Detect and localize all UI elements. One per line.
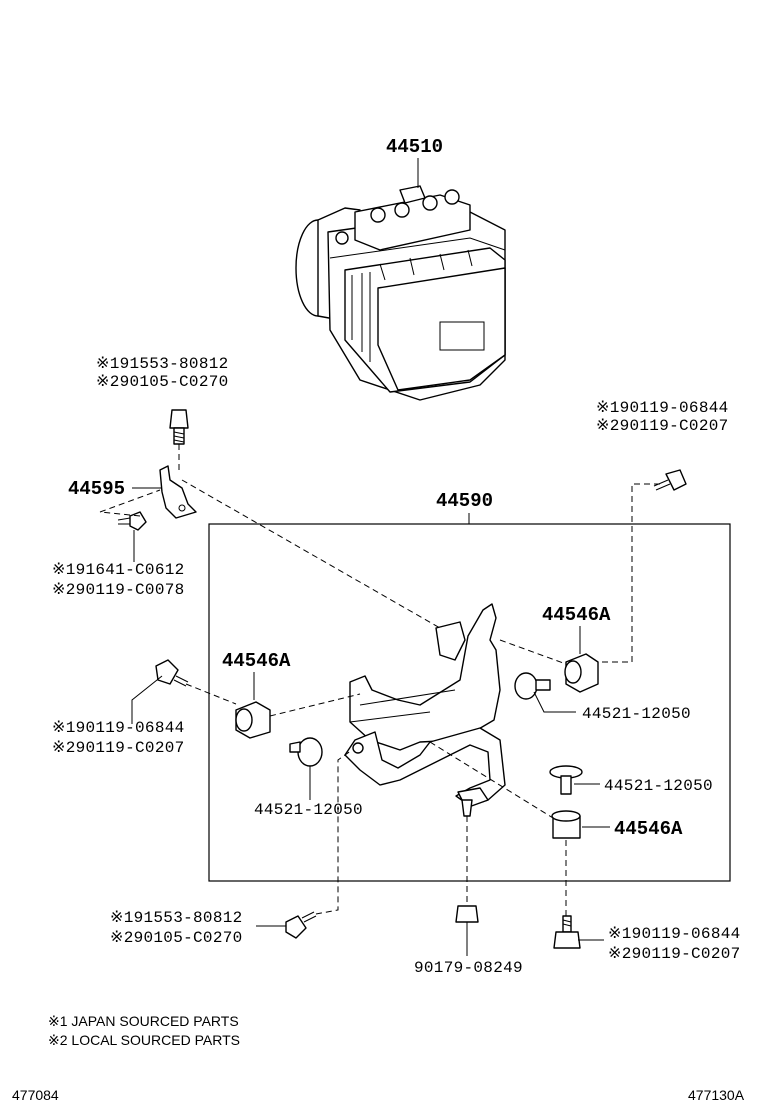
label-collar-right-upper: 44521-12050: [582, 705, 691, 723]
label-cushion-right-upper: 44546A: [542, 604, 611, 626]
callout-small-bracket-line2: ※290119-C0078: [52, 581, 185, 599]
label-cushion-right-lower: 44546A: [614, 818, 683, 840]
bolt-bottom-left-drawing: [285, 911, 317, 939]
nut-bottom-drawing: [455, 799, 479, 923]
cushion-right-upper-drawing: [564, 653, 599, 693]
callout-left-mid-line1: ※190119-06844: [52, 719, 185, 737]
leader-lines: [131, 158, 610, 956]
callout-top-left-line2: ※290105-C0270: [96, 373, 229, 391]
bolt-bottom-right-drawing: [553, 915, 581, 949]
callout-right-top-line1: ※190119-06844: [596, 399, 729, 417]
collar-right-upper-drawing: [514, 672, 551, 700]
label-small-bracket: 44595: [68, 478, 125, 500]
footer-left-code: 477084: [12, 1087, 59, 1103]
bolt-small-bracket-drawing: [117, 511, 147, 531]
bolt-top-left-drawing: [169, 409, 189, 445]
footer-right-code: 477130A: [688, 1087, 745, 1103]
callout-bottom-right-line1: ※190119-06844: [608, 925, 741, 943]
note-local-sourced: ※2 LOCAL SOURCED PARTS: [48, 1032, 240, 1048]
label-bracket-assy: 44590: [436, 490, 493, 512]
label-cushion-left: 44546A: [222, 650, 291, 672]
callout-bottom-right-line2: ※290119-C0207: [608, 945, 741, 963]
abs-actuator-drawing: [295, 185, 506, 401]
callout-small-bracket-line1: ※191641-C0612: [52, 561, 185, 579]
bolt-right-top-drawing: [653, 469, 687, 491]
collar-left-drawing: [289, 737, 323, 767]
small-bracket-drawing: [159, 465, 197, 519]
label-collar-left: 44521-12050: [254, 801, 363, 819]
callout-top-left-line1: ※191553-80812: [96, 355, 229, 373]
label-collar-right-lower: 44521-12050: [604, 777, 713, 795]
cushion-right-lower-drawing: [551, 810, 581, 839]
bolt-left-mid-drawing: [155, 659, 189, 687]
cushion-left-drawing: [235, 701, 271, 739]
callout-right-top-line2: ※290119-C0207: [596, 417, 729, 435]
note-japan-sourced: ※1 JAPAN SOURCED PARTS: [48, 1013, 239, 1029]
label-nut-bottom: 90179-08249: [414, 959, 523, 977]
label-actuator: 44510: [386, 136, 443, 158]
main-bracket-drawing: [344, 603, 506, 809]
callout-left-mid-line2: ※290119-C0207: [52, 739, 185, 757]
callout-bottom-left-line1: ※191553-80812: [110, 909, 243, 927]
callout-bottom-left-line2: ※290105-C0270: [110, 929, 243, 947]
collar-right-lower-drawing: [549, 765, 583, 795]
assembly-lines: [99, 444, 660, 916]
